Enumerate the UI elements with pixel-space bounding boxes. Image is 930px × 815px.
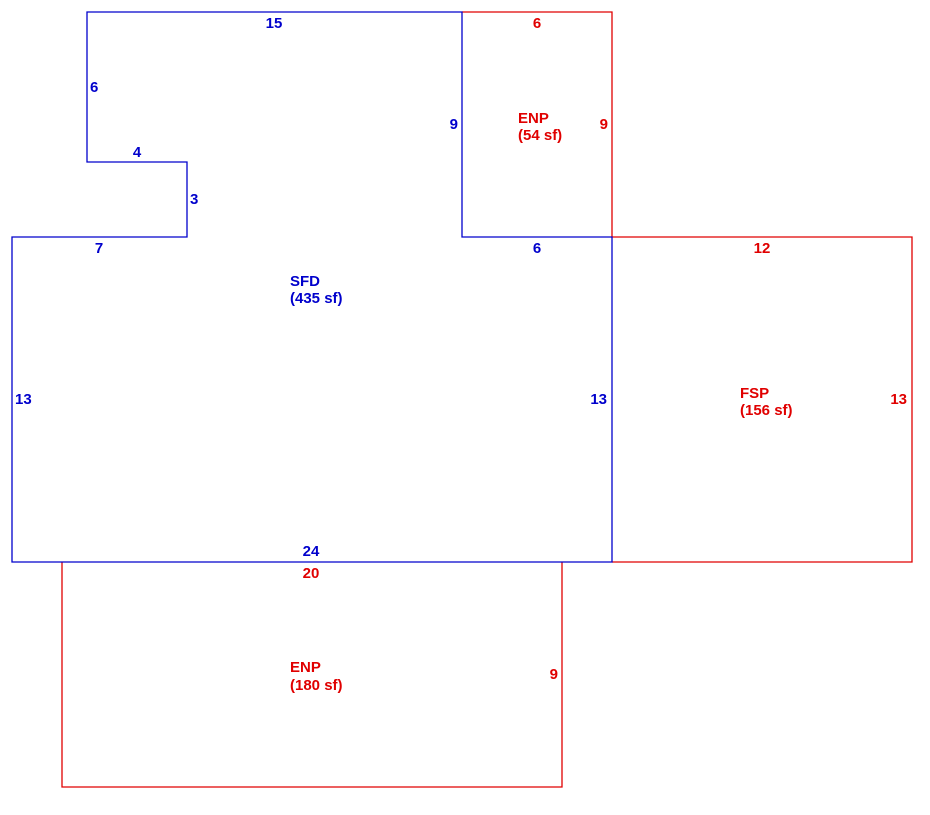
enp-bottom-outline xyxy=(61,562,563,788)
dim-sfd-notch-bottom: 4 xyxy=(133,144,142,161)
dim-sfd-inner-bottom: 6 xyxy=(533,240,541,257)
enp-top-area-label: (54 sf) xyxy=(518,127,562,144)
enp-top-name-label: ENP xyxy=(518,110,549,127)
enp-bottom-area xyxy=(61,562,563,788)
enp-top-outline xyxy=(462,11,613,237)
dim-sfd-inner-right: 9 xyxy=(450,116,458,133)
dim-sfd-left: 13 xyxy=(15,391,32,408)
dim-sfd-notch-right: 3 xyxy=(190,191,198,208)
dim-sfd-right: 13 xyxy=(590,391,607,408)
dim-fsp-top: 12 xyxy=(754,240,771,257)
sfd-name-label: SFD xyxy=(290,273,320,290)
sfd-area-label: (435 sf) xyxy=(290,290,343,307)
fsp-area-label: (156 sf) xyxy=(740,402,793,419)
dim-sfd-notch-left: 6 xyxy=(90,79,98,96)
dim-sfd-top: 15 xyxy=(266,15,283,32)
sfd-outline xyxy=(11,11,613,563)
dim-sfd-ledge: 7 xyxy=(95,240,103,257)
enp-top-area xyxy=(462,11,613,237)
dim-fsp-right: 13 xyxy=(890,391,907,408)
dim-sfd-bottom: 24 xyxy=(303,543,320,560)
enp-bottom-name-label: ENP xyxy=(290,659,321,676)
dim-enp-top-right: 9 xyxy=(600,116,608,133)
dim-enp-bottom-right: 9 xyxy=(550,666,558,683)
dim-enp-bottom-top: 20 xyxy=(303,565,320,582)
fsp-outline xyxy=(612,236,913,563)
fsp-area xyxy=(612,236,913,563)
fsp-name-label: FSP xyxy=(740,385,769,402)
sfd-area xyxy=(11,11,613,563)
dim-enp-top-top: 6 xyxy=(533,15,541,32)
enp-bottom-area-label: (180 sf) xyxy=(290,677,343,694)
